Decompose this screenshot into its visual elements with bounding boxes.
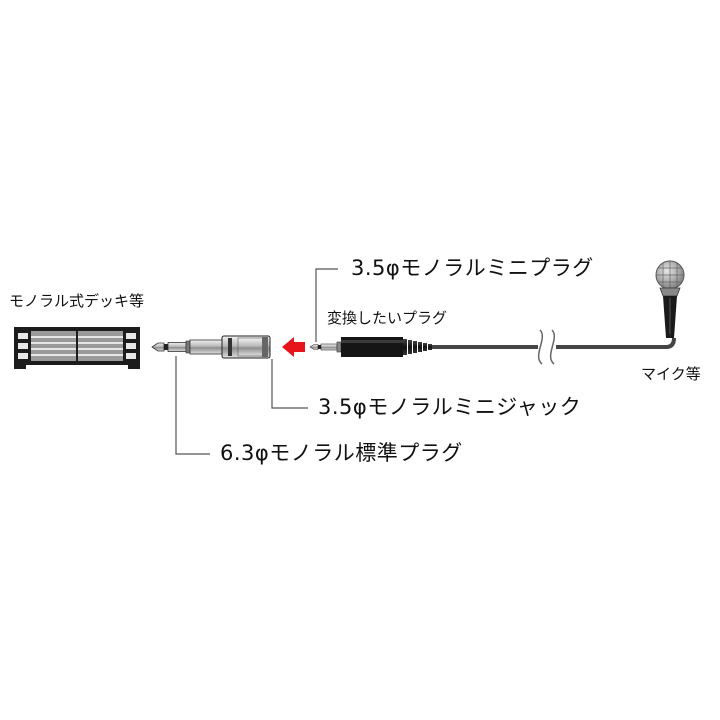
device-label: モノラル式デッキ等 <box>9 292 145 310</box>
cable <box>432 329 676 365</box>
arrow-left-icon <box>282 337 305 357</box>
mini-jack-label: 3.5φモノラルミニジャック <box>318 395 582 419</box>
mini-jack-adapter <box>221 335 271 359</box>
standard-plug-6-3 <box>151 339 223 355</box>
mini-plug-label: 3.5φモノラルミニプラグ <box>351 256 594 280</box>
convert-plug-label: 変換したいプラグ <box>327 309 448 327</box>
deck-icon <box>14 327 140 369</box>
standard-plug-label: 6.3φモノラル標準プラグ <box>220 441 463 465</box>
microphone-icon <box>655 260 685 338</box>
mic-label: マイク等 <box>641 365 701 383</box>
mini-plug-3-5 <box>309 337 432 357</box>
leader-lines <box>175 268 338 455</box>
